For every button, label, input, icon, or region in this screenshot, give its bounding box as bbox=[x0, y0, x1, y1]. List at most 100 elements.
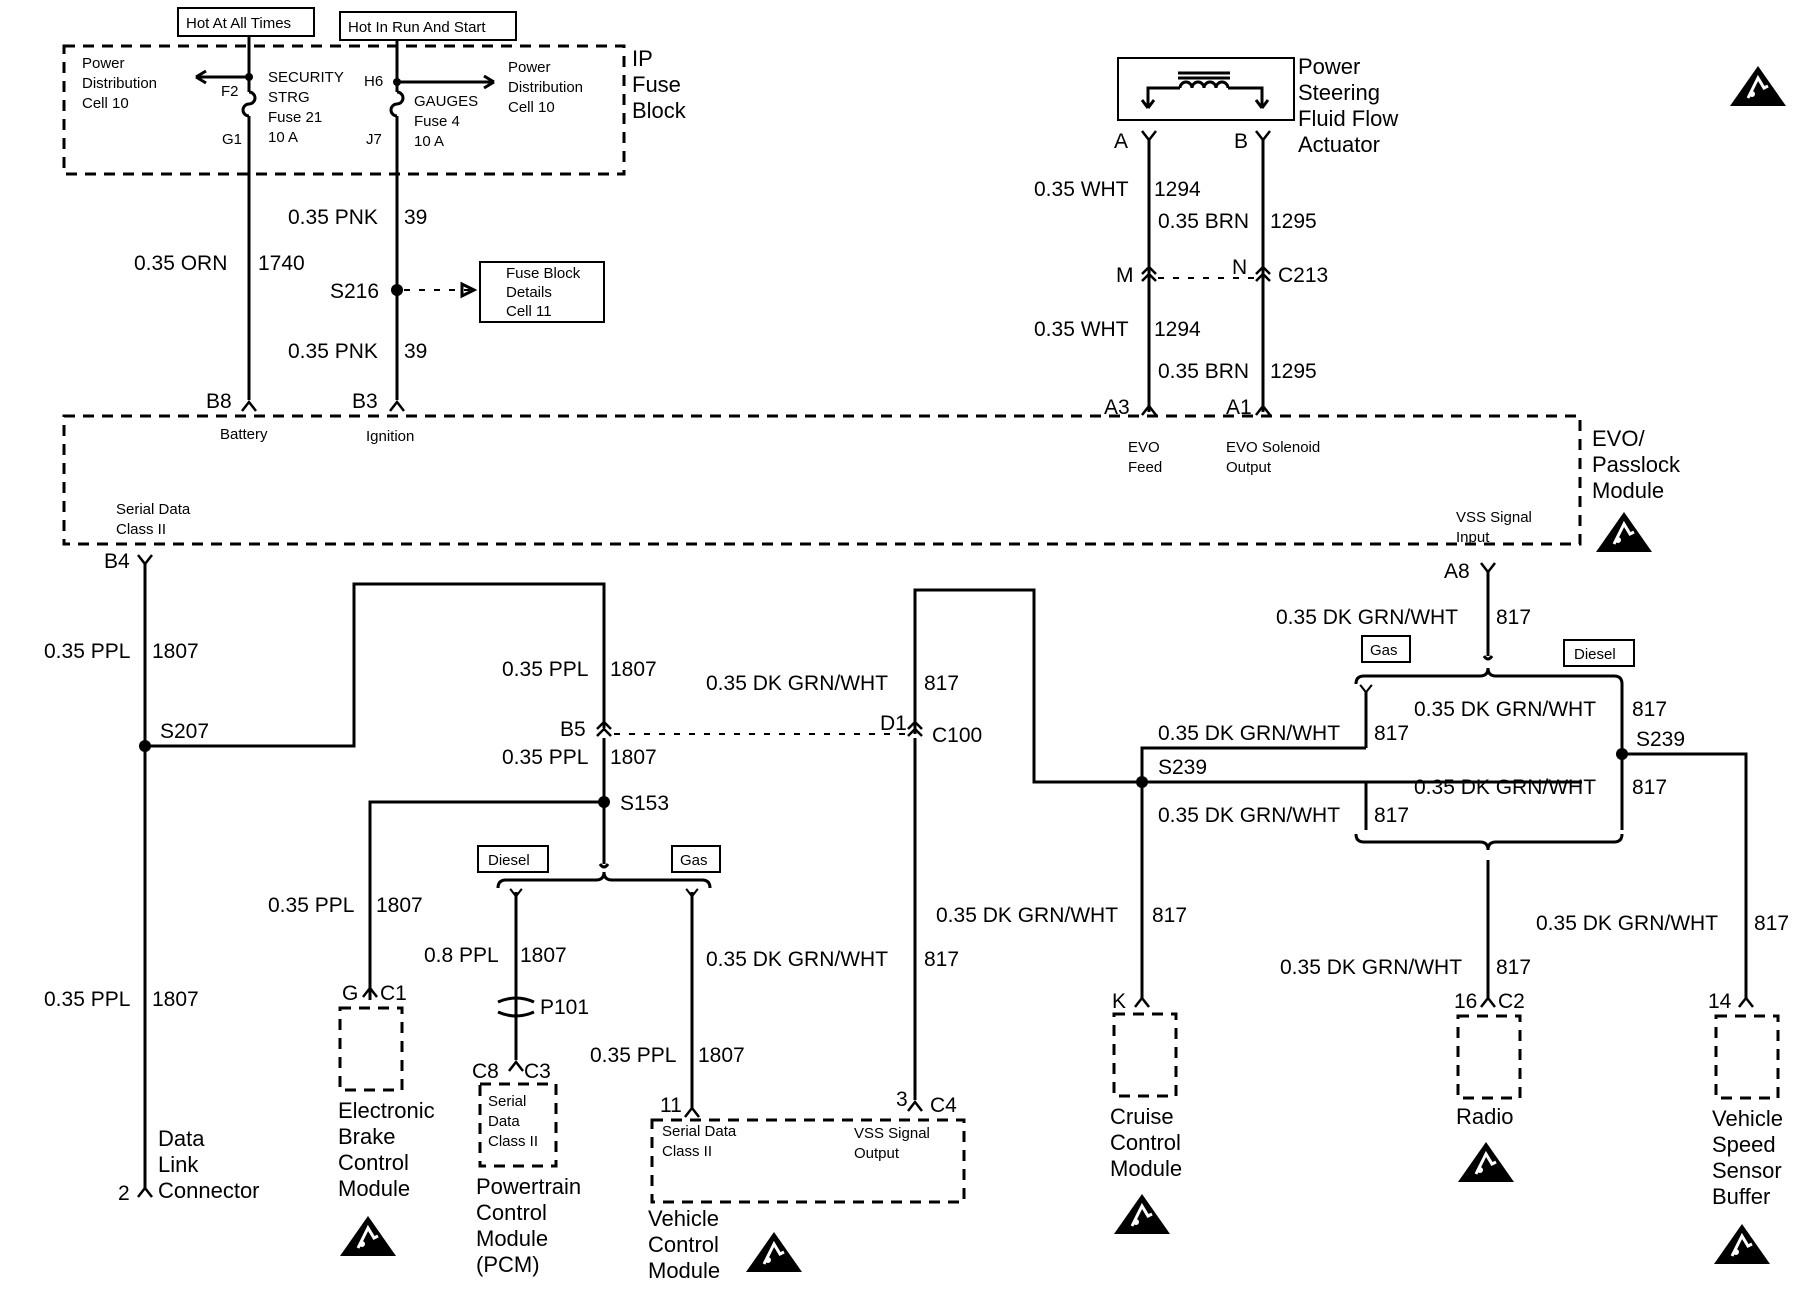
wire-label: 39 bbox=[404, 206, 427, 229]
svg-text:Power: Power bbox=[508, 59, 551, 76]
power-distribution-right-label: Power Distribution Cell 10 bbox=[508, 59, 583, 116]
wire-label: 1807 bbox=[376, 894, 423, 917]
svg-text:Gas: Gas bbox=[680, 852, 708, 869]
wire-label: 0.8 PPL bbox=[424, 944, 499, 967]
actuator-label: Power Steering Fluid Flow Actuator bbox=[1298, 54, 1398, 157]
wire-label: 817 bbox=[1496, 956, 1531, 979]
svg-text:Vehicle: Vehicle bbox=[1712, 1106, 1783, 1131]
svg-text:J7: J7 bbox=[366, 131, 382, 148]
vss-buffer-label: Vehicle Speed Sensor Buffer bbox=[1712, 1106, 1783, 1209]
svg-text:Actuator: Actuator bbox=[1298, 132, 1380, 157]
svg-text:Module: Module bbox=[1592, 478, 1664, 503]
ip-fuse-block-label: IP Fuse Block bbox=[632, 46, 687, 123]
fuse-icon bbox=[241, 90, 257, 118]
svg-text:IP: IP bbox=[632, 46, 653, 71]
power-steering-actuator bbox=[1117, 57, 1295, 121]
esd-warning-icon bbox=[1728, 64, 1788, 108]
wire-label: 1740 bbox=[258, 252, 305, 275]
pcm-label: Powertrain Control Module (PCM) bbox=[476, 1174, 581, 1277]
wire-label: 1294 bbox=[1154, 318, 1201, 341]
evo-serial-data-label: Serial Data Class II bbox=[116, 501, 191, 538]
wire-label: 817 bbox=[1496, 606, 1531, 629]
wire-label: 0.35 DK GRN/WHT bbox=[1414, 698, 1596, 721]
pcm-serial-label: Serial Data Class II bbox=[488, 1093, 538, 1150]
svg-text:B4: B4 bbox=[104, 550, 130, 573]
hot-at-all-times-label: Hot At All Times bbox=[177, 7, 315, 37]
fuse-4-label: GAUGES Fuse 4 10 A bbox=[414, 93, 478, 150]
wire-label: 1295 bbox=[1270, 360, 1317, 383]
svg-text:Diesel: Diesel bbox=[488, 852, 530, 869]
svg-text:Steering: Steering bbox=[1298, 80, 1380, 105]
svg-text:Electronic: Electronic bbox=[338, 1098, 435, 1123]
svg-text:Control: Control bbox=[1110, 1130, 1181, 1155]
svg-text:C4: C4 bbox=[930, 1094, 957, 1117]
wire-label: 1807 bbox=[610, 658, 657, 681]
esd-warning-icon bbox=[1112, 1192, 1172, 1236]
evo-feed-label: EVO Feed bbox=[1128, 439, 1162, 476]
wire-label: 0.35 DK GRN/WHT bbox=[706, 672, 888, 695]
wire-label: 0.35 WHT bbox=[1034, 178, 1129, 201]
option-gas-left: Gas bbox=[671, 845, 721, 873]
wire-label: 0.35 DK GRN/WHT bbox=[1536, 912, 1718, 935]
svg-text:Ignition: Ignition bbox=[366, 428, 414, 445]
svg-text:GAUGES: GAUGES bbox=[414, 93, 478, 110]
svg-text:Cell 10: Cell 10 bbox=[82, 95, 129, 112]
svg-text:Output: Output bbox=[1226, 459, 1272, 476]
svg-text:Hot At All Times: Hot At All Times bbox=[186, 15, 291, 32]
wire-label: 0.35 PPL bbox=[44, 640, 130, 663]
wire-label: 0.35 PPL bbox=[590, 1044, 676, 1067]
vss-input-label: VSS Signal Input bbox=[1456, 509, 1532, 546]
solenoid-coil-icon bbox=[1146, 86, 1264, 108]
svg-text:C3: C3 bbox=[524, 1060, 551, 1083]
svg-text:Data: Data bbox=[158, 1126, 205, 1151]
p101-inline-connector bbox=[497, 996, 535, 1018]
svg-text:Input: Input bbox=[1456, 529, 1490, 546]
option-diesel-left: Diesel bbox=[477, 845, 549, 873]
svg-text:Brake: Brake bbox=[338, 1124, 395, 1149]
svg-text:Data: Data bbox=[488, 1113, 520, 1130]
svg-text:Connector: Connector bbox=[158, 1178, 260, 1203]
svg-text:Power: Power bbox=[1298, 54, 1360, 79]
svg-text:N: N bbox=[1232, 256, 1247, 279]
pcm-outline bbox=[478, 1082, 558, 1168]
radio-label: Radio bbox=[1456, 1104, 1513, 1129]
svg-text:Fuse Block: Fuse Block bbox=[506, 265, 581, 282]
svg-text:Battery: Battery bbox=[220, 426, 268, 443]
svg-text:Serial Data: Serial Data bbox=[662, 1123, 737, 1140]
svg-text:Fuse: Fuse bbox=[632, 72, 681, 97]
svg-text:Class II: Class II bbox=[662, 1143, 712, 1160]
svg-text:Fuse 4: Fuse 4 bbox=[414, 113, 460, 130]
svg-text:A: A bbox=[1114, 130, 1128, 153]
svg-text:C1: C1 bbox=[380, 982, 407, 1005]
esd-warning-icon bbox=[338, 1214, 398, 1258]
wire-label: 817 bbox=[1152, 904, 1187, 927]
wire-label: 817 bbox=[1374, 722, 1409, 745]
svg-text:Gas: Gas bbox=[1370, 642, 1398, 659]
svg-text:Output: Output bbox=[854, 1145, 900, 1162]
ip-fuse-block-outline bbox=[62, 44, 626, 176]
vcm-outline bbox=[650, 1118, 966, 1204]
svg-text:EVO: EVO bbox=[1128, 439, 1160, 456]
wire-label: 0.35 PPL bbox=[502, 658, 588, 681]
svg-text:G: G bbox=[342, 982, 358, 1005]
cruise-module-label: Cruise Control Module bbox=[1110, 1104, 1182, 1181]
wire-label: 0.35 DK GRN/WHT bbox=[936, 904, 1118, 927]
svg-text:C8: C8 bbox=[472, 1060, 499, 1083]
fuse-icon bbox=[389, 90, 405, 118]
svg-text:Vehicle: Vehicle bbox=[648, 1206, 719, 1231]
svg-text:Passlock: Passlock bbox=[1592, 452, 1681, 477]
evo-passlock-module-outline bbox=[62, 414, 1582, 546]
svg-text:Serial: Serial bbox=[488, 1093, 526, 1110]
connector-c213: C213 bbox=[1278, 264, 1328, 287]
option-diesel-right: Diesel bbox=[1563, 639, 1635, 667]
wire-label: 817 bbox=[924, 948, 959, 971]
svg-text:Block: Block bbox=[632, 98, 687, 123]
evo-solenoid-label: EVO Solenoid Output bbox=[1226, 439, 1320, 476]
svg-text:Feed: Feed bbox=[1128, 459, 1162, 476]
splice-s239-a: S239 bbox=[1158, 756, 1207, 779]
vss-buffer-outline bbox=[1714, 1014, 1780, 1100]
wire-label: 817 bbox=[1632, 776, 1667, 799]
svg-text:Module: Module bbox=[1110, 1156, 1182, 1181]
wire-label: 817 bbox=[1374, 804, 1409, 827]
wire-label: 0.35 PPL bbox=[502, 746, 588, 769]
